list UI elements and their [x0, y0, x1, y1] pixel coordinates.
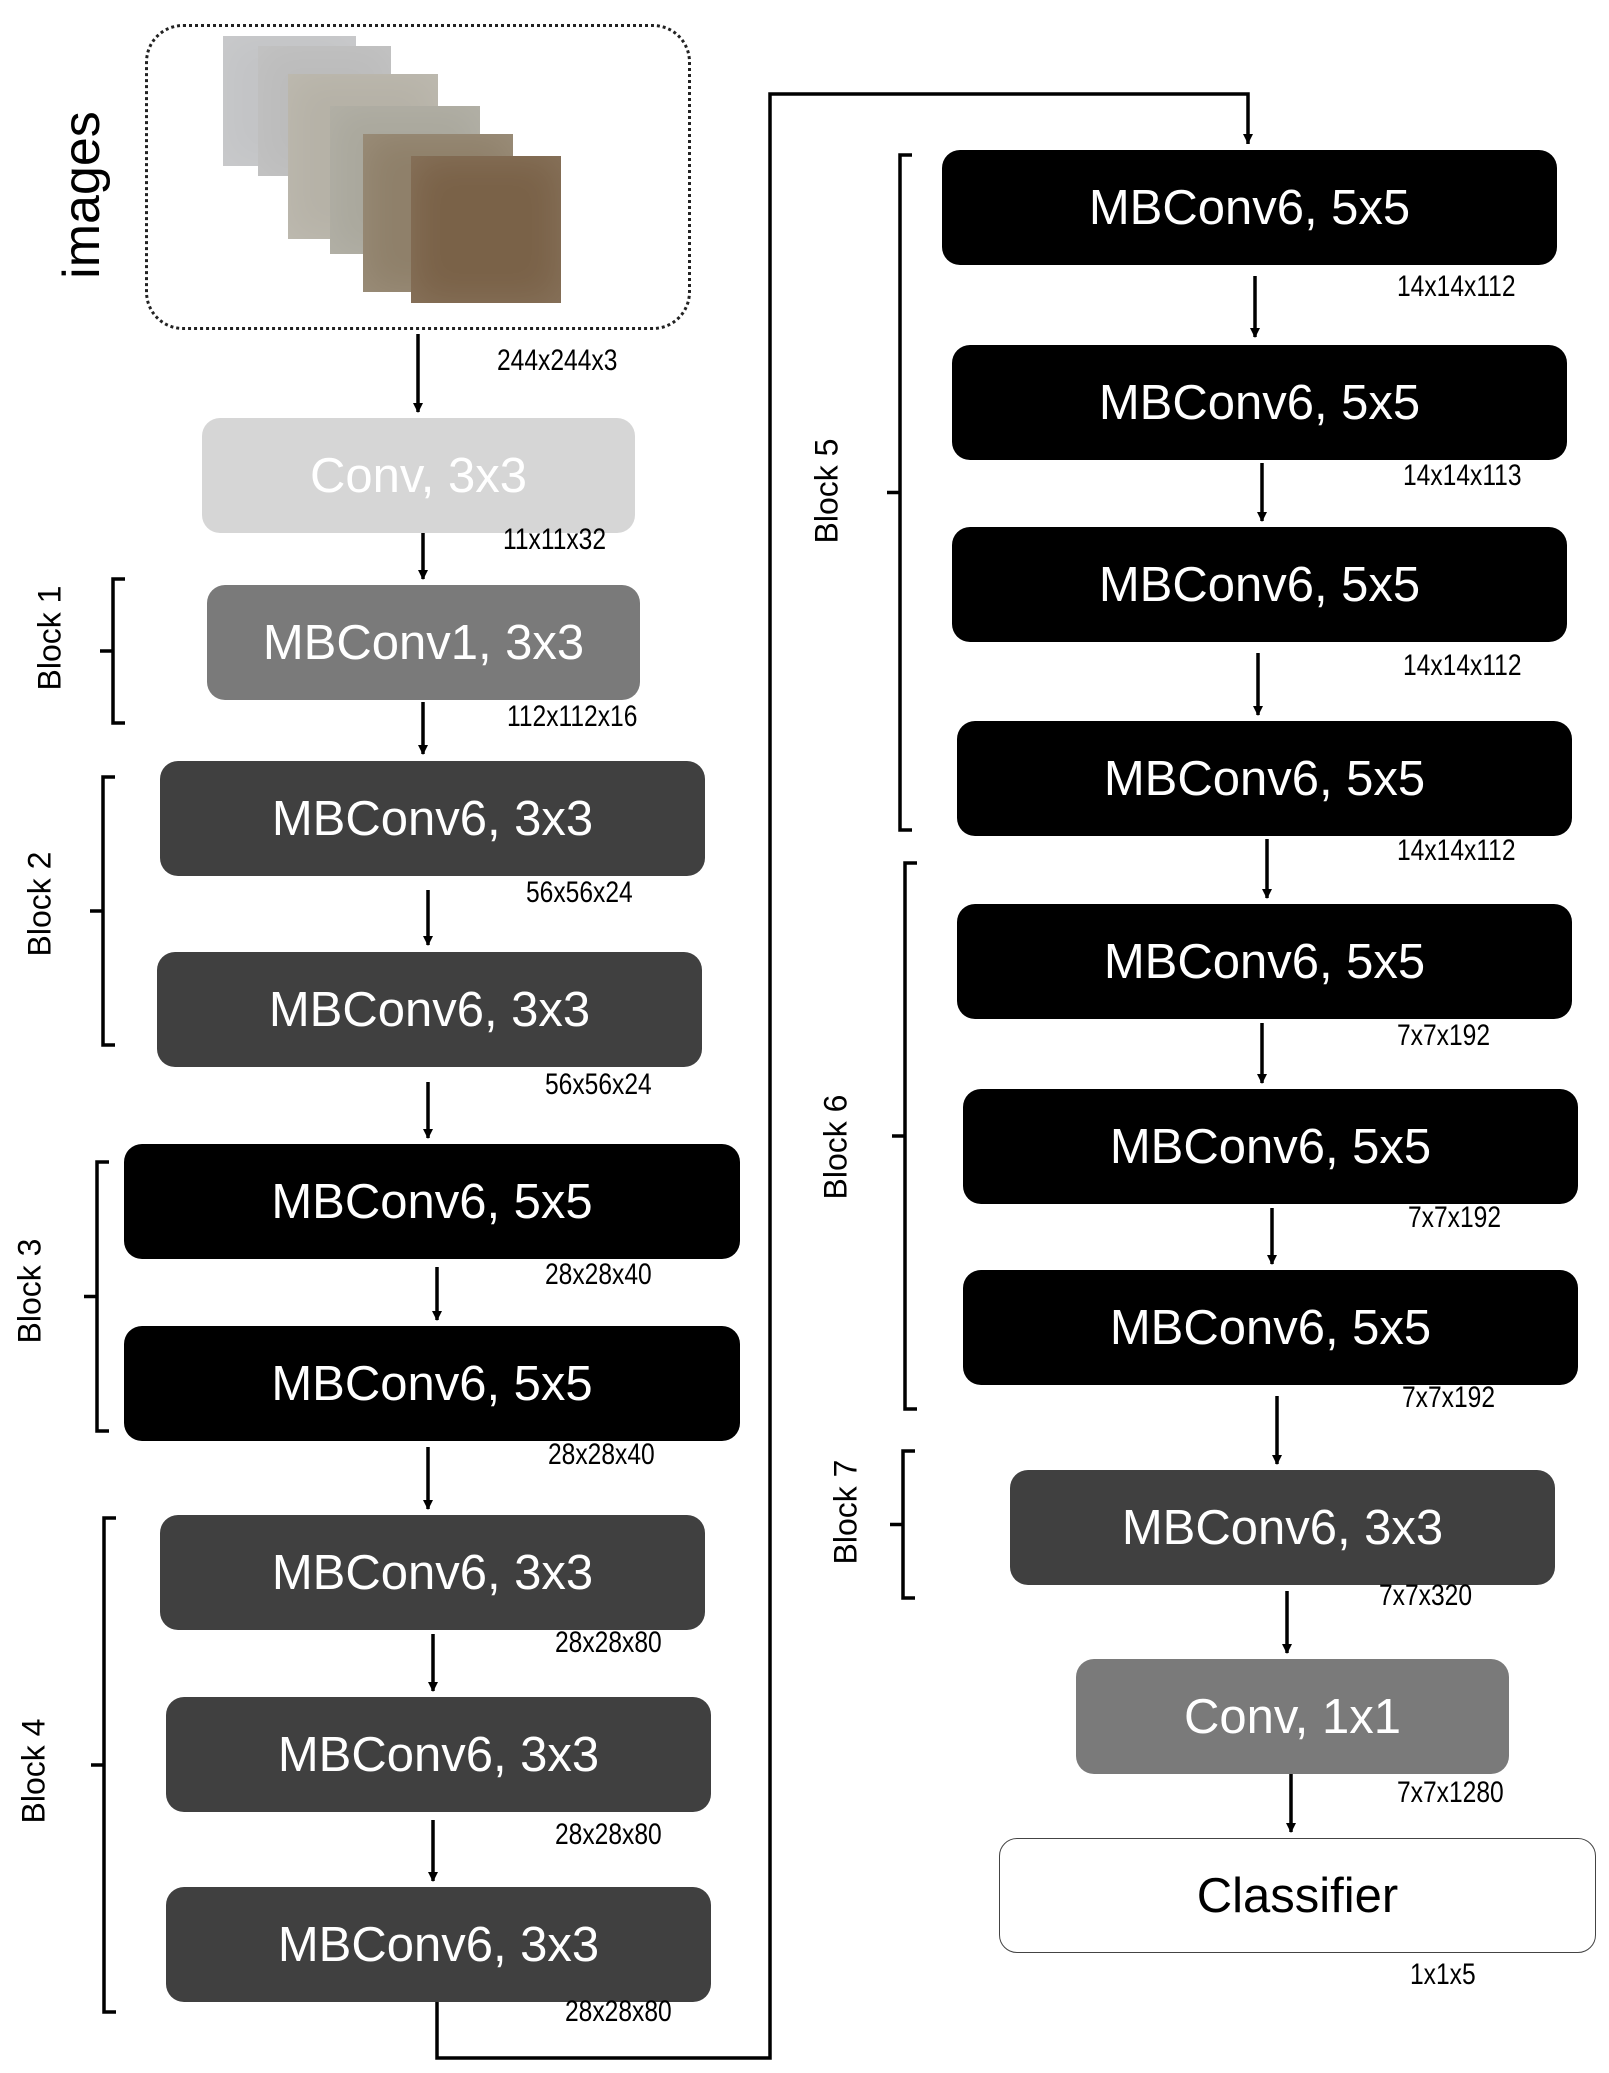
block2-layer2-block: MBConv6, 3x3 — [157, 952, 702, 1067]
conv-1x1-block: Conv, 1x1 — [1076, 1659, 1509, 1774]
dimension-label: 7x7x192 — [1402, 1381, 1496, 1414]
block-bracket — [90, 775, 115, 1047]
dimension-label: 28x28x40 — [548, 1438, 655, 1471]
block5-layer1-block: MBConv6, 5x5 — [942, 150, 1557, 265]
block5-layer2-block: MBConv6, 5x5 — [952, 345, 1567, 460]
dimension-label: 112x112x16 — [507, 700, 638, 733]
conv-3x3-block: Conv, 3x3 — [202, 418, 635, 533]
block-label: Block 7 — [827, 1459, 864, 1565]
block-bracket — [91, 1516, 116, 2014]
dimension-label: 244x244x3 — [497, 344, 618, 377]
block6-layer3-block: MBConv6, 5x5 — [963, 1270, 1578, 1385]
column-connector-line — [435, 92, 1250, 2060]
dimension-label: 11x11x32 — [503, 523, 607, 556]
input-image-thumbnail — [411, 156, 561, 303]
dimension-label: 7x7x1280 — [1397, 1776, 1504, 1809]
block1-mbconv1-block: MBConv1, 3x3 — [207, 585, 640, 700]
block3-layer2-block: MBConv6, 5x5 — [124, 1326, 740, 1441]
dimension-label: 28x28x80 — [555, 1818, 662, 1851]
block5-layer3-block: MBConv6, 5x5 — [952, 527, 1567, 642]
block-bracket — [892, 861, 917, 1411]
dimension-label: 28x28x40 — [545, 1258, 652, 1291]
dimension-label: 14x14x112 — [1397, 834, 1516, 867]
block5-layer4-block: MBConv6, 5x5 — [957, 721, 1572, 836]
block3-layer1-block: MBConv6, 5x5 — [124, 1144, 740, 1259]
block2-layer1-block: MBConv6, 3x3 — [160, 761, 705, 876]
block-label: Block 6 — [817, 1094, 854, 1200]
block-bracket — [84, 1160, 109, 1433]
dimension-label: 56x56x24 — [526, 876, 633, 909]
block4-layer3-block: MBConv6, 3x3 — [166, 1887, 711, 2002]
column-connector-arrowhead — [1243, 134, 1253, 144]
block-bracket — [887, 153, 912, 832]
block6-layer2-block: MBConv6, 5x5 — [963, 1089, 1578, 1204]
block-label: Block 4 — [15, 1718, 52, 1824]
dimension-label: 14x14x112 — [1403, 649, 1522, 682]
dimension-label: 1x1x5 — [1410, 1958, 1476, 1991]
block4-layer2-block: MBConv6, 3x3 — [166, 1697, 711, 1812]
block4-layer1-block: MBConv6, 3x3 — [160, 1515, 705, 1630]
block-label: Block 5 — [808, 438, 845, 544]
block-bracket — [100, 577, 125, 725]
input-images-frame — [145, 24, 691, 330]
dimension-label: 14x14x113 — [1403, 459, 1522, 492]
block7-layer1-block: MBConv6, 3x3 — [1010, 1470, 1555, 1585]
dimension-label: 28x28x80 — [565, 1995, 672, 2028]
dimension-label: 7x7x192 — [1397, 1019, 1491, 1052]
dimension-label: 14x14x112 — [1397, 270, 1516, 303]
block6-layer1-block: MBConv6, 5x5 — [957, 904, 1572, 1019]
block-label: Block 1 — [31, 585, 68, 691]
block-bracket — [890, 1449, 915, 1600]
images-label: images — [53, 111, 111, 279]
classifier-block: Classifier — [999, 1838, 1596, 1953]
dimension-label: 28x28x80 — [555, 1626, 662, 1659]
dimension-label: 56x56x24 — [545, 1068, 652, 1101]
block-label: Block 3 — [11, 1238, 48, 1344]
dimension-label: 7x7x320 — [1379, 1579, 1473, 1612]
dimension-label: 7x7x192 — [1408, 1201, 1502, 1234]
block-label: Block 2 — [21, 851, 58, 957]
